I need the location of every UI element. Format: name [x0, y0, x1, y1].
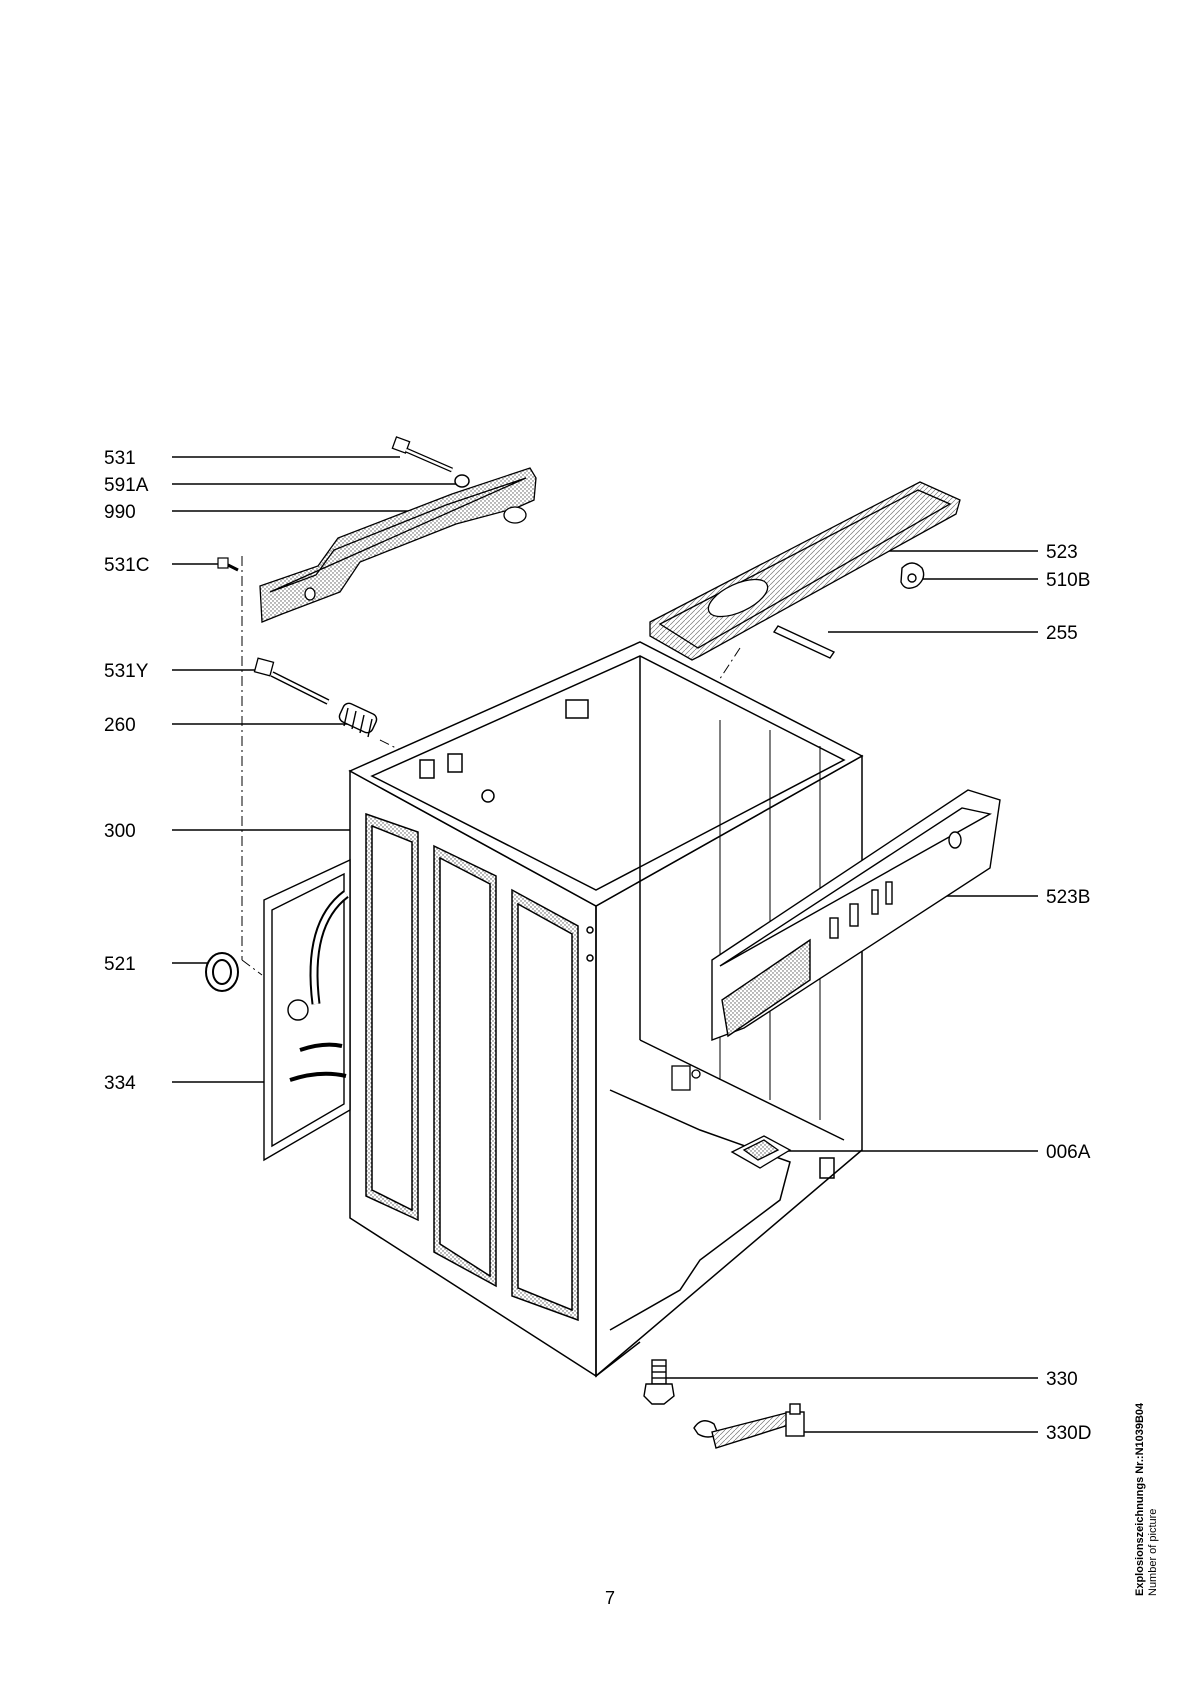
inner-hinge	[671, 1065, 701, 1091]
label-531: 531	[104, 448, 136, 469]
right-leader-lines	[660, 550, 1038, 1433]
left-leader-lines	[172, 456, 460, 1083]
label-330D: 330D	[1046, 1423, 1091, 1444]
part-330D-wrench	[693, 1403, 805, 1449]
label-531Y: 531Y	[104, 661, 149, 682]
label-334: 334	[104, 1073, 136, 1094]
part-300-cabinet	[348, 641, 864, 1378]
part-510B-clip	[900, 562, 925, 589]
label-330: 330	[1046, 1369, 1078, 1390]
right-labels: 523 510B 255 523B 006A 330 330D	[1046, 542, 1091, 1444]
part-334-side-panel	[263, 858, 351, 1162]
drawing-reference: Explosionszeichnungs Nr.:N1039B04 Number…	[1134, 1366, 1160, 1596]
left-labels: 531 591A 990 531C 531Y 260 300 521 334	[104, 448, 149, 1094]
label-531C: 531C	[104, 555, 149, 576]
part-990-top-bracket	[259, 467, 537, 623]
label-591A: 591A	[104, 475, 149, 496]
label-990: 990	[104, 502, 136, 523]
part-255-rod	[772, 625, 836, 659]
label-523: 523	[1046, 542, 1078, 563]
drawing-number: Explosionszeichnungs Nr.:N1039B04	[1134, 1402, 1146, 1596]
label-521: 521	[104, 954, 136, 975]
part-523B-control-panel	[711, 789, 1001, 1042]
part-531-screw	[391, 436, 453, 473]
label-260: 260	[104, 715, 136, 736]
label-523B: 523B	[1046, 887, 1090, 908]
part-523-top-plate	[649, 481, 961, 661]
label-510B: 510B	[1046, 570, 1090, 591]
label-006A: 006A	[1046, 1142, 1091, 1163]
part-531C-screw	[217, 557, 239, 572]
part-591A-washer	[454, 474, 470, 488]
page-number: 7	[605, 1588, 616, 1608]
label-255: 255	[1046, 623, 1078, 644]
label-300: 300	[104, 821, 136, 842]
drawing-caption: Number of picture	[1147, 1508, 1159, 1596]
part-521-grommet	[205, 952, 239, 992]
part-006A-bracket	[730, 1135, 792, 1169]
part-531Y-bolt	[253, 657, 330, 705]
part-260-spring	[338, 702, 378, 738]
part-330-foot	[643, 1359, 675, 1405]
